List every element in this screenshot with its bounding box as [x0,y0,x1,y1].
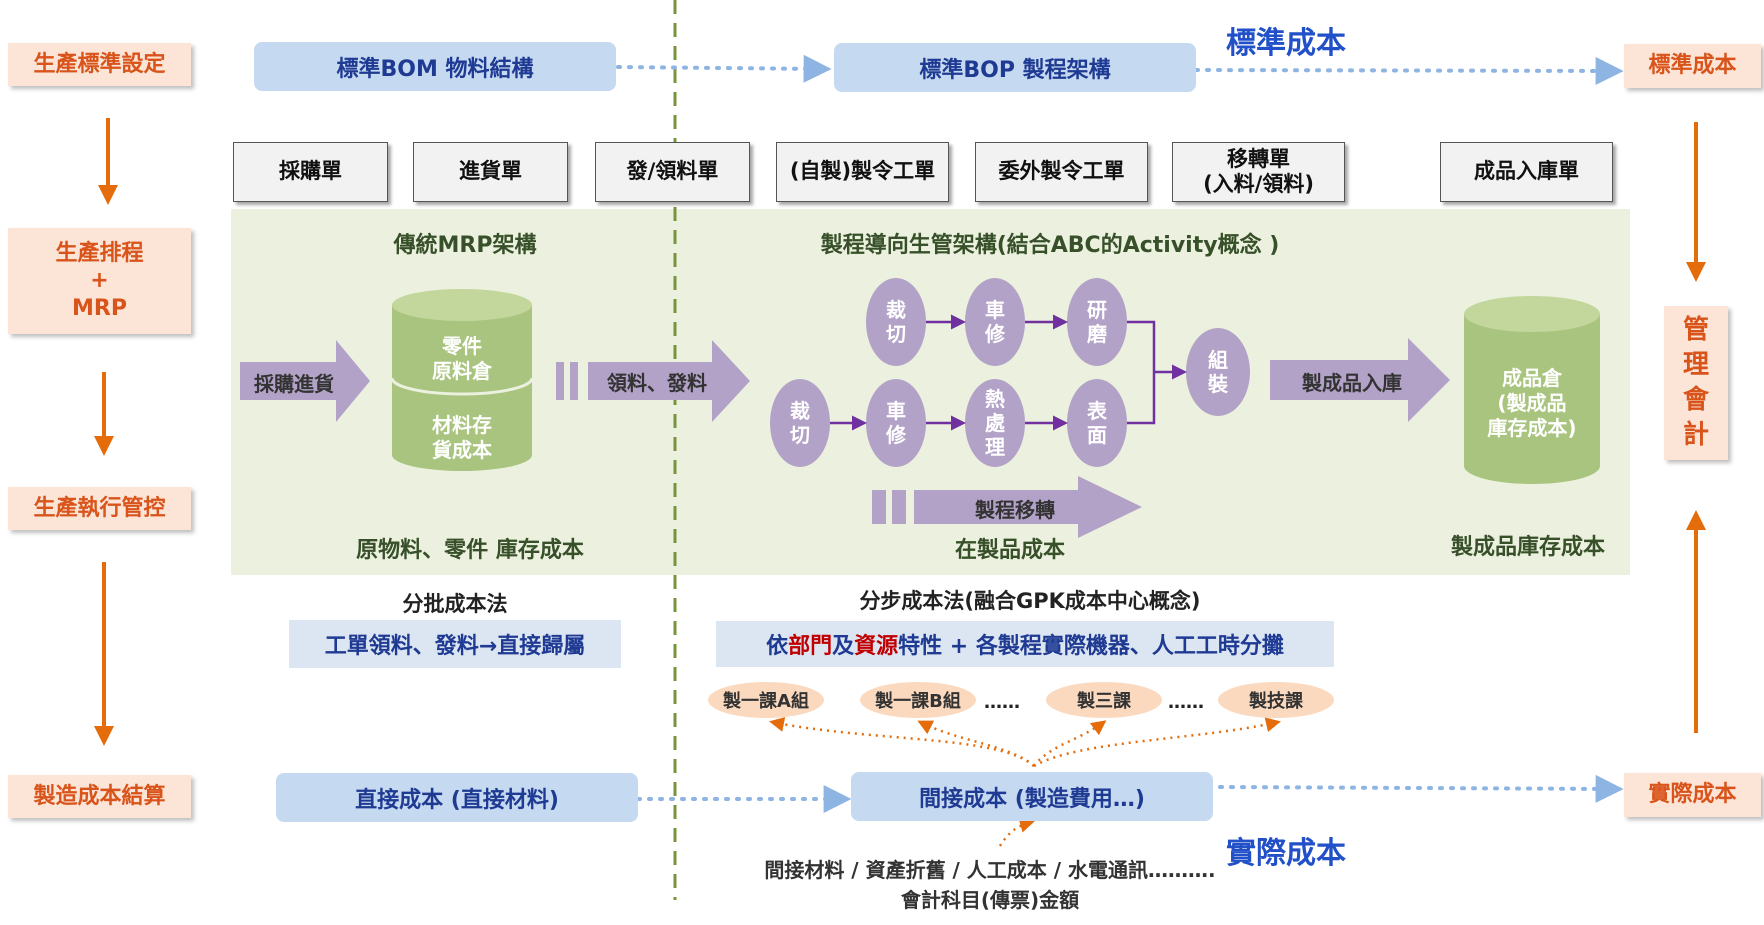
standard-cost-box: 標準成本 [1624,44,1761,88]
indirect-items: 間接材料 / 資產折舊 / 人工成本 / 水電通訊………. [764,858,1216,882]
doc-purchase-order: 採購單 [233,142,388,202]
warehouse-top-label: 零件 原料倉 [432,334,492,383]
dept-1a: 製一課A組 [708,682,824,718]
indirect-cost-box: 間接成本 (製造費用…) [851,772,1213,821]
doc-finished-goods-in: 成品入庫單 [1440,142,1613,202]
transfer-arrow-shape [914,476,1142,538]
process-costing-desc: 依部門及資源特性 + 各製程實際機器、人工工時分攤 [716,621,1334,667]
wip-cost: 在製品成本 [954,538,1065,563]
ellipsis-2: …… [1168,692,1204,713]
process-turn-1: 車 修 [985,298,1005,346]
warehouse-bottom-label: 材料存 貨成本 [432,413,492,462]
actual-cost-title: 實際成本 [1226,836,1346,871]
step-cost-settlement: 製造成本結算 [8,775,191,818]
indirect-items-2: 會計科目(傳票)金額 [900,888,1080,912]
finished-in-arrow-shape [1270,338,1450,422]
management-accounting: 管 理 會 計 [1664,306,1728,460]
ellipsis-1: …… [984,692,1020,713]
batch-costing-desc: 工單領料、發料→直接歸屬 [289,620,621,668]
standard-bop-box: 標準BOP 製程架構 [834,43,1196,92]
dept-tech: 製技課 [1218,682,1334,718]
dept-1b: 製一課B組 [860,682,976,718]
finished-warehouse-cylinder [1464,296,1600,484]
process-cut-2: 裁 切 [790,399,810,447]
issue-arrow-shape [588,340,750,422]
doc-transfer: 移轉單 (入料/領料) [1172,142,1345,202]
warehouse-cylinder [390,289,534,471]
purchase-arrow-shape [240,340,370,422]
doc-material-issue: 發/領料單 [595,142,750,202]
finished-warehouse-label: 成品倉 (製成品 庫存成本) [1487,366,1577,440]
standard-bom-box: 標準BOM 物料結構 [254,42,616,91]
process-assembly: 組 裝 [1208,348,1228,396]
direct-cost-box: 直接成本 (直接材料) [276,773,638,822]
process-costing-title: 分步成本法(融合GPK成本中心概念) [859,589,1201,613]
process-heat-treat: 熱 處 理 [985,387,1005,459]
process-turn-2: 車 修 [886,399,906,447]
raw-material-cost: 原物料、零件 庫存成本 [356,538,584,563]
doc-work-order: (自製)製令工單 [776,142,949,202]
process-title: 製程導向生管架構(結合ABC的Activity概念 ) [820,233,1280,258]
step-execution-control: 生產執行管控 [8,487,191,530]
allocation-arrows [769,717,1281,847]
doc-receiving: 進貨單 [413,142,568,202]
mrp-title: 傳統MRP架構 [393,233,537,258]
doc-outsource-order: 委外製令工單 [975,142,1148,202]
dept-3: 製三課 [1046,682,1162,718]
batch-costing-title: 分批成本法 [402,592,508,616]
finished-in-arrow-label: 製成品入庫 [1302,371,1402,395]
finished-goods-cost: 製成品庫存成本 [1450,535,1605,560]
step-scheduling-mrp: 生產排程 + MRP [8,228,191,334]
standard-cost-title: 標準成本 [1226,26,1346,61]
process-surface: 表 面 [1087,399,1107,447]
transfer-arrow-label: 製程移轉 [975,498,1055,522]
process-cut-1: 裁 切 [886,298,906,346]
purchase-arrow-label: 採購進貨 [254,372,334,396]
step-standard-setting: 生產標準設定 [8,43,191,86]
issue-arrow-label: 領料、發料 [607,371,707,395]
process-grind: 研 磨 [1087,298,1107,346]
actual-cost-box: 實際成本 [1624,773,1761,817]
